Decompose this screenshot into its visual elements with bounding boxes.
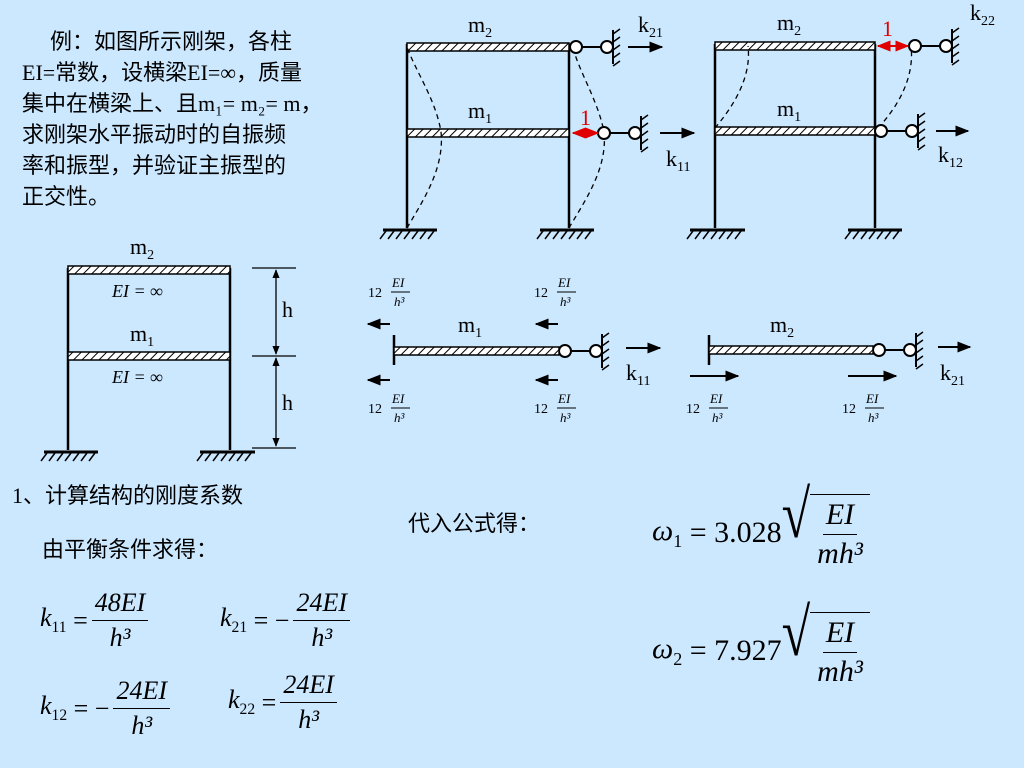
svg-text:12: 12 xyxy=(686,402,700,417)
beam-fb-m1 xyxy=(393,346,560,356)
mass-label-m1-a: m1 xyxy=(468,98,492,127)
unit-disp-label-b: 1 xyxy=(882,16,893,41)
intro-line-2: EI=常数，设横梁EI=∞，质量 xyxy=(22,60,303,85)
support-k11-a xyxy=(597,114,696,153)
beam-m1-c xyxy=(67,351,231,361)
svg-text:h³: h³ xyxy=(394,294,406,309)
svg-text:12: 12 xyxy=(534,402,548,417)
svg-text:12: 12 xyxy=(368,402,382,417)
svg-text:h³: h³ xyxy=(394,410,406,425)
k21-label-a: k21 xyxy=(638,12,663,41)
svg-text:h³: h³ xyxy=(712,410,724,425)
svg-text:12: 12 xyxy=(534,286,548,301)
mass-label-fb-m2: m2 xyxy=(770,312,794,341)
k11-label-fb: k11 xyxy=(626,360,650,389)
beam-m1-b xyxy=(714,126,876,136)
svg-text:EI: EI xyxy=(557,391,571,406)
mass-label-fb-m1: m1 xyxy=(458,312,482,341)
frame-geometry xyxy=(40,267,296,462)
mass-label-m2-c: m2 xyxy=(130,234,154,263)
mass-label-m2-a: m2 xyxy=(468,12,492,41)
mode-shape-2-right xyxy=(877,45,913,129)
k21-label-fb: k21 xyxy=(940,360,965,389)
svg-text:h³: h³ xyxy=(560,410,572,425)
mass-label-m1-b: m1 xyxy=(777,96,801,125)
intro-line-3: 集中在横梁上、且m₁= m₂= m， xyxy=(22,91,323,116)
equilibrium-text: 由平衡条件求得： xyxy=(42,537,219,562)
beam-m2-c xyxy=(67,265,231,275)
support-k21-a xyxy=(569,28,664,67)
section-title: 1、计算结构的刚度系数 xyxy=(12,483,244,508)
k11-label-a: k11 xyxy=(666,146,690,175)
mode-shape-1 xyxy=(406,46,443,229)
frame-mode-2 xyxy=(686,44,902,240)
k12-label-b: k12 xyxy=(938,142,963,171)
problem-statement: 例：如图所示刚架，各柱 EI=常数，设横梁EI=∞，质量 集中在横梁上、且m₁=… xyxy=(22,26,392,212)
intro-line-6: 正交性。 xyxy=(22,184,111,209)
frame-mode-1 xyxy=(379,44,594,240)
unit-disp-label-a: 1 xyxy=(580,105,591,130)
mass-label-m1-c: m1 xyxy=(130,321,154,350)
svg-text:EI: EI xyxy=(557,275,571,290)
shear-force-labels-m1: 12 EI h³ 12 EI h³ 12 EI h³ 12 EI h³ xyxy=(368,275,576,425)
shear-force-labels-m2: 12 EI h³ 12 EI h³ xyxy=(686,391,884,425)
height-label-bottom: h xyxy=(282,390,293,415)
svg-text:h³: h³ xyxy=(868,410,880,425)
svg-text:EI: EI xyxy=(865,391,879,406)
support-k12-b xyxy=(874,112,970,151)
beam-m2-b xyxy=(714,41,876,51)
mass-label-m2-b: m2 xyxy=(777,10,801,39)
mode-shape-2-left xyxy=(714,45,750,129)
rigid-beam-label-top: EI = ∞ xyxy=(111,281,163,301)
frame-diagrams: 1 m2 m1 k21 k11 1 m2 m1 k22 k12 xyxy=(40,0,995,462)
support-k22-b xyxy=(908,27,960,66)
svg-text:h³: h³ xyxy=(560,294,572,309)
intro-line-5: 率和振型，并验证主振型的 xyxy=(22,153,287,178)
svg-text:12: 12 xyxy=(368,286,382,301)
beam-m2-a xyxy=(406,42,570,52)
rigid-beam-label-bottom: EI = ∞ xyxy=(111,367,163,387)
svg-text:EI: EI xyxy=(391,391,405,406)
k22-label-b: k22 xyxy=(970,0,995,29)
height-label-top: h xyxy=(282,297,293,322)
svg-text:EI: EI xyxy=(391,275,405,290)
intro-line-4: 求刚架水平振动时的自振频 xyxy=(22,122,287,147)
svg-text:EI: EI xyxy=(709,391,723,406)
substitute-text: 代入公式得： xyxy=(408,511,541,536)
intro-line-1: 例：如图所示刚架，各柱 xyxy=(50,29,293,54)
svg-text:12: 12 xyxy=(842,402,856,417)
beam-m1-a xyxy=(406,128,570,138)
beam-fb-m2 xyxy=(708,345,874,355)
